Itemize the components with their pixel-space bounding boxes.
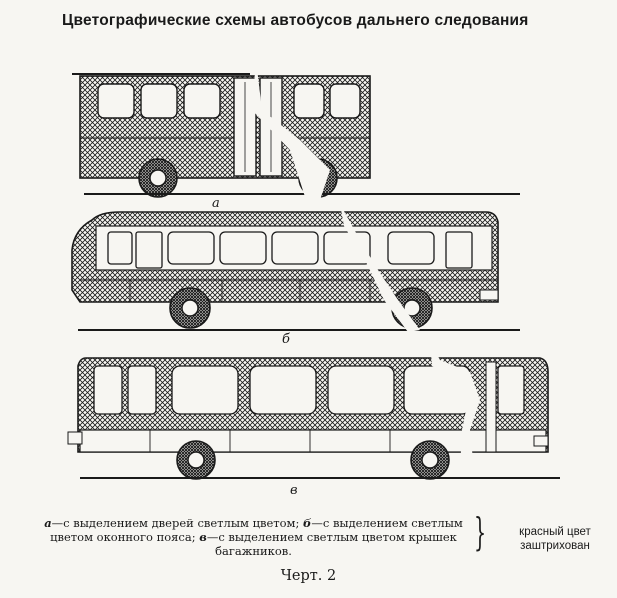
- caption-text: а—с выделением дверей светлым цветом; б—…: [44, 516, 463, 558]
- caption-brace: }: [474, 510, 487, 554]
- legend-line-1: красный цвет: [519, 526, 591, 538]
- label-v: в: [290, 483, 298, 498]
- label-b: б: [282, 332, 290, 347]
- page-title: Цветографические схемы автобусов дальнег…: [62, 12, 529, 29]
- scan-artifact: [252, 60, 480, 470]
- label-a: а: [212, 196, 220, 211]
- color-legend: красный цвет заштрихован: [500, 525, 610, 553]
- bus-b: б: [71, 211, 520, 347]
- legend-line-2: заштрихован: [520, 540, 590, 552]
- bus-v: в: [67, 357, 560, 498]
- bus-schemes-figure: а б: [67, 60, 560, 498]
- figure-number: Черт. 2: [280, 568, 337, 584]
